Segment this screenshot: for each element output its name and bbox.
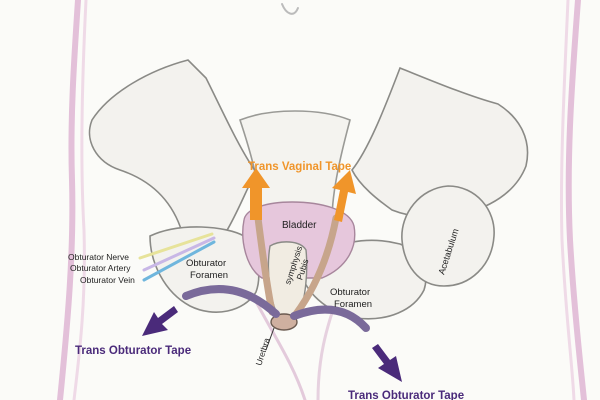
tvt-label: Trans Vaginal Tape <box>248 161 351 173</box>
tot-band-left <box>182 285 280 318</box>
tvt-strap-left <box>254 214 276 316</box>
tot-arrow-left <box>142 306 178 336</box>
bladder-label: Bladder <box>282 220 317 231</box>
tot-arrows <box>142 306 402 382</box>
obturator-artery-line <box>142 236 216 272</box>
urethra-label: Urethra <box>254 336 272 366</box>
urethra <box>270 313 298 331</box>
body-left-edge <box>57 0 81 400</box>
tvt-arrows <box>242 168 356 222</box>
obturator-nerve-line <box>138 232 214 260</box>
body-left-edge-inner <box>72 0 88 400</box>
tvt-arrow-left <box>242 168 270 220</box>
obturator-foramen-left-line2: Foramen <box>190 270 228 281</box>
navel <box>281 3 299 15</box>
left-iliac-wing <box>88 59 257 239</box>
acetabulum-head <box>401 185 495 287</box>
tot-arrow-right <box>372 344 402 382</box>
obturator-foramen-right-line2: Foramen <box>334 299 372 310</box>
obturator-vessels <box>138 232 216 282</box>
tot-band <box>182 285 370 332</box>
obturator-foramen-left-line1: Obturator <box>186 258 226 269</box>
body-right-edge <box>565 0 587 400</box>
obturator-nerve-label: Obturator Nerve <box>68 252 129 262</box>
obturator-foramen-right-line1: Obturator <box>330 287 370 298</box>
tvt-straps <box>254 214 340 318</box>
urethra-pointer <box>265 327 275 351</box>
tvt-arrow-right <box>332 170 356 222</box>
pelvic-bones <box>88 59 529 320</box>
tvt-strap-right <box>292 214 340 318</box>
tot-band-right <box>290 305 370 332</box>
tot-label-left: Trans Obturator Tape <box>75 345 191 357</box>
obturator-artery-label: Obturator Artery <box>70 263 131 273</box>
obturator-vein-label: Obturator Vein <box>80 275 135 285</box>
obturator-vein-line <box>142 240 216 282</box>
body-right-edge-inner <box>559 0 576 400</box>
tot-label-right: Trans Obturator Tape <box>348 390 464 400</box>
